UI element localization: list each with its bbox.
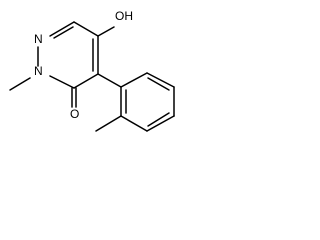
chemical-structure-diagram: OH N N O: [9, 9, 175, 132]
bond-tolyl-methyl: [95, 115, 122, 132]
bond-c5-oh: [97, 26, 115, 37]
tolyl-double-1: [147, 77, 170, 91]
bond-n2-methyl: [9, 77, 31, 91]
tolyl-bond-4: [146, 115, 175, 132]
bond-c6-n1-double-inner: [53, 26, 74, 39]
nitrogen-1-label: N: [34, 32, 43, 46]
bond-c6-n1-double-outer: [49, 21, 75, 37]
bond-c4-aryl: [97, 73, 122, 88]
tolyl-bond-5: [120, 115, 148, 132]
tolyl-ring: [95, 72, 175, 132]
tolyl-double-2: [147, 112, 170, 127]
atom-labels: OH N N O: [34, 9, 133, 121]
bond-n2-c3: [49, 75, 75, 89]
bond-c3-c4: [73, 73, 99, 89]
bond-c5-c6: [73, 21, 99, 37]
carbonyl-oxygen-label: O: [70, 107, 79, 121]
pyridazinone-ring: [37, 21, 99, 89]
nitrogen-2-label: N: [34, 64, 43, 78]
substituent-bonds: [9, 26, 122, 108]
tolyl-bond-2: [146, 72, 175, 88]
tolyl-bond-1: [120, 72, 148, 88]
hydroxyl-label: OH: [115, 9, 133, 23]
